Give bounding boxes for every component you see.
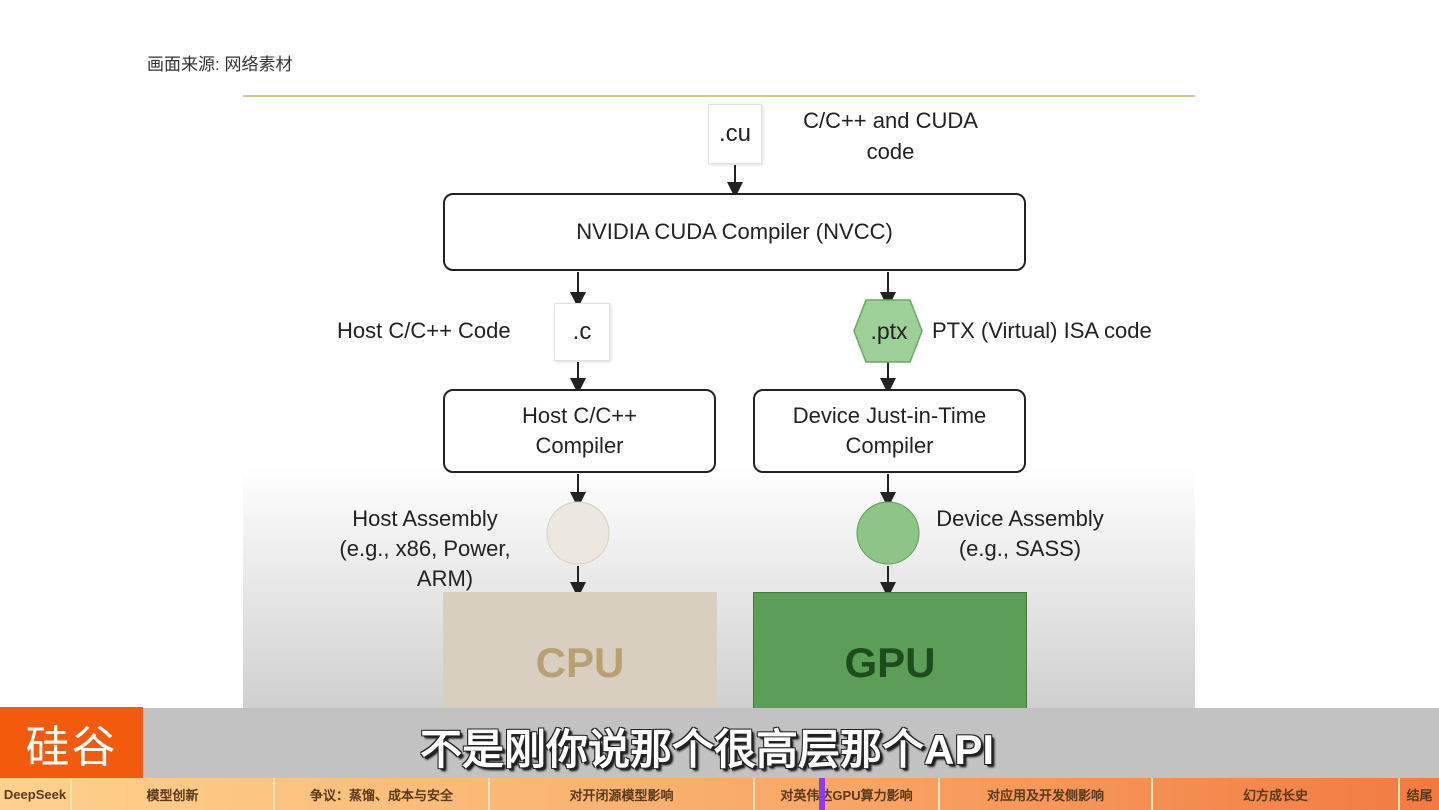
c-file-icon: .c bbox=[554, 303, 610, 361]
subtitle-band bbox=[0, 708, 1439, 778]
host-assembly-label: Host Assembly(e.g., x86, Power,ARM) bbox=[339, 506, 511, 591]
host-code-label: Host C/C++ Code bbox=[337, 318, 511, 343]
chapter-item[interactable]: 幻方成长史 bbox=[1153, 778, 1400, 810]
chapter-item[interactable]: 对开闭源模型影响 bbox=[490, 778, 755, 810]
chapter-bar: DeepSeek 模型创新 争议：蒸馏、成本与安全 对开闭源模型影响 对英伟达G… bbox=[0, 778, 1439, 810]
cu-file-label: .cu bbox=[718, 120, 751, 147]
ptx-file-label: .ptx bbox=[870, 318, 908, 344]
subtitle: 不是刚你说那个很高层那个API bbox=[420, 726, 995, 773]
chapter-item[interactable]: 争议：蒸馏、成本与安全 bbox=[275, 778, 490, 810]
host-assembly-circle bbox=[546, 501, 610, 565]
ptx-hexagon bbox=[853, 299, 923, 363]
source-label: 画面来源: 网络素材 bbox=[147, 55, 293, 74]
device-assembly-circle bbox=[856, 501, 920, 565]
cu-description: C/C++ and CUDA code bbox=[803, 108, 978, 164]
host-compiler-box: Host C/C++Compiler bbox=[443, 389, 716, 473]
cu-file-icon: .cu bbox=[708, 104, 762, 164]
progress-marker[interactable] bbox=[819, 778, 825, 810]
chapter-item[interactable]: 对英伟达GPU算力影响 bbox=[755, 778, 940, 810]
chapter-item[interactable]: 结尾 bbox=[1406, 787, 1433, 803]
channel-logo: 硅谷 bbox=[0, 707, 143, 778]
ptx-label: PTX (Virtual) ISA code bbox=[932, 318, 1152, 343]
device-assembly-label: Device Assembly(e.g., SASS) bbox=[936, 506, 1104, 561]
chapter-item[interactable]: DeepSeek bbox=[0, 778, 72, 810]
gpu-block: GPU bbox=[753, 592, 1027, 710]
nvcc-box: NVIDIA CUDA Compiler (NVCC) bbox=[443, 193, 1026, 271]
cpu-block: CPU bbox=[443, 592, 717, 710]
chapter-item[interactable]: 模型创新 bbox=[72, 778, 275, 810]
chapter-item[interactable]: 对应用及开发侧影响 bbox=[940, 778, 1153, 810]
c-file-label: .c bbox=[572, 318, 592, 345]
